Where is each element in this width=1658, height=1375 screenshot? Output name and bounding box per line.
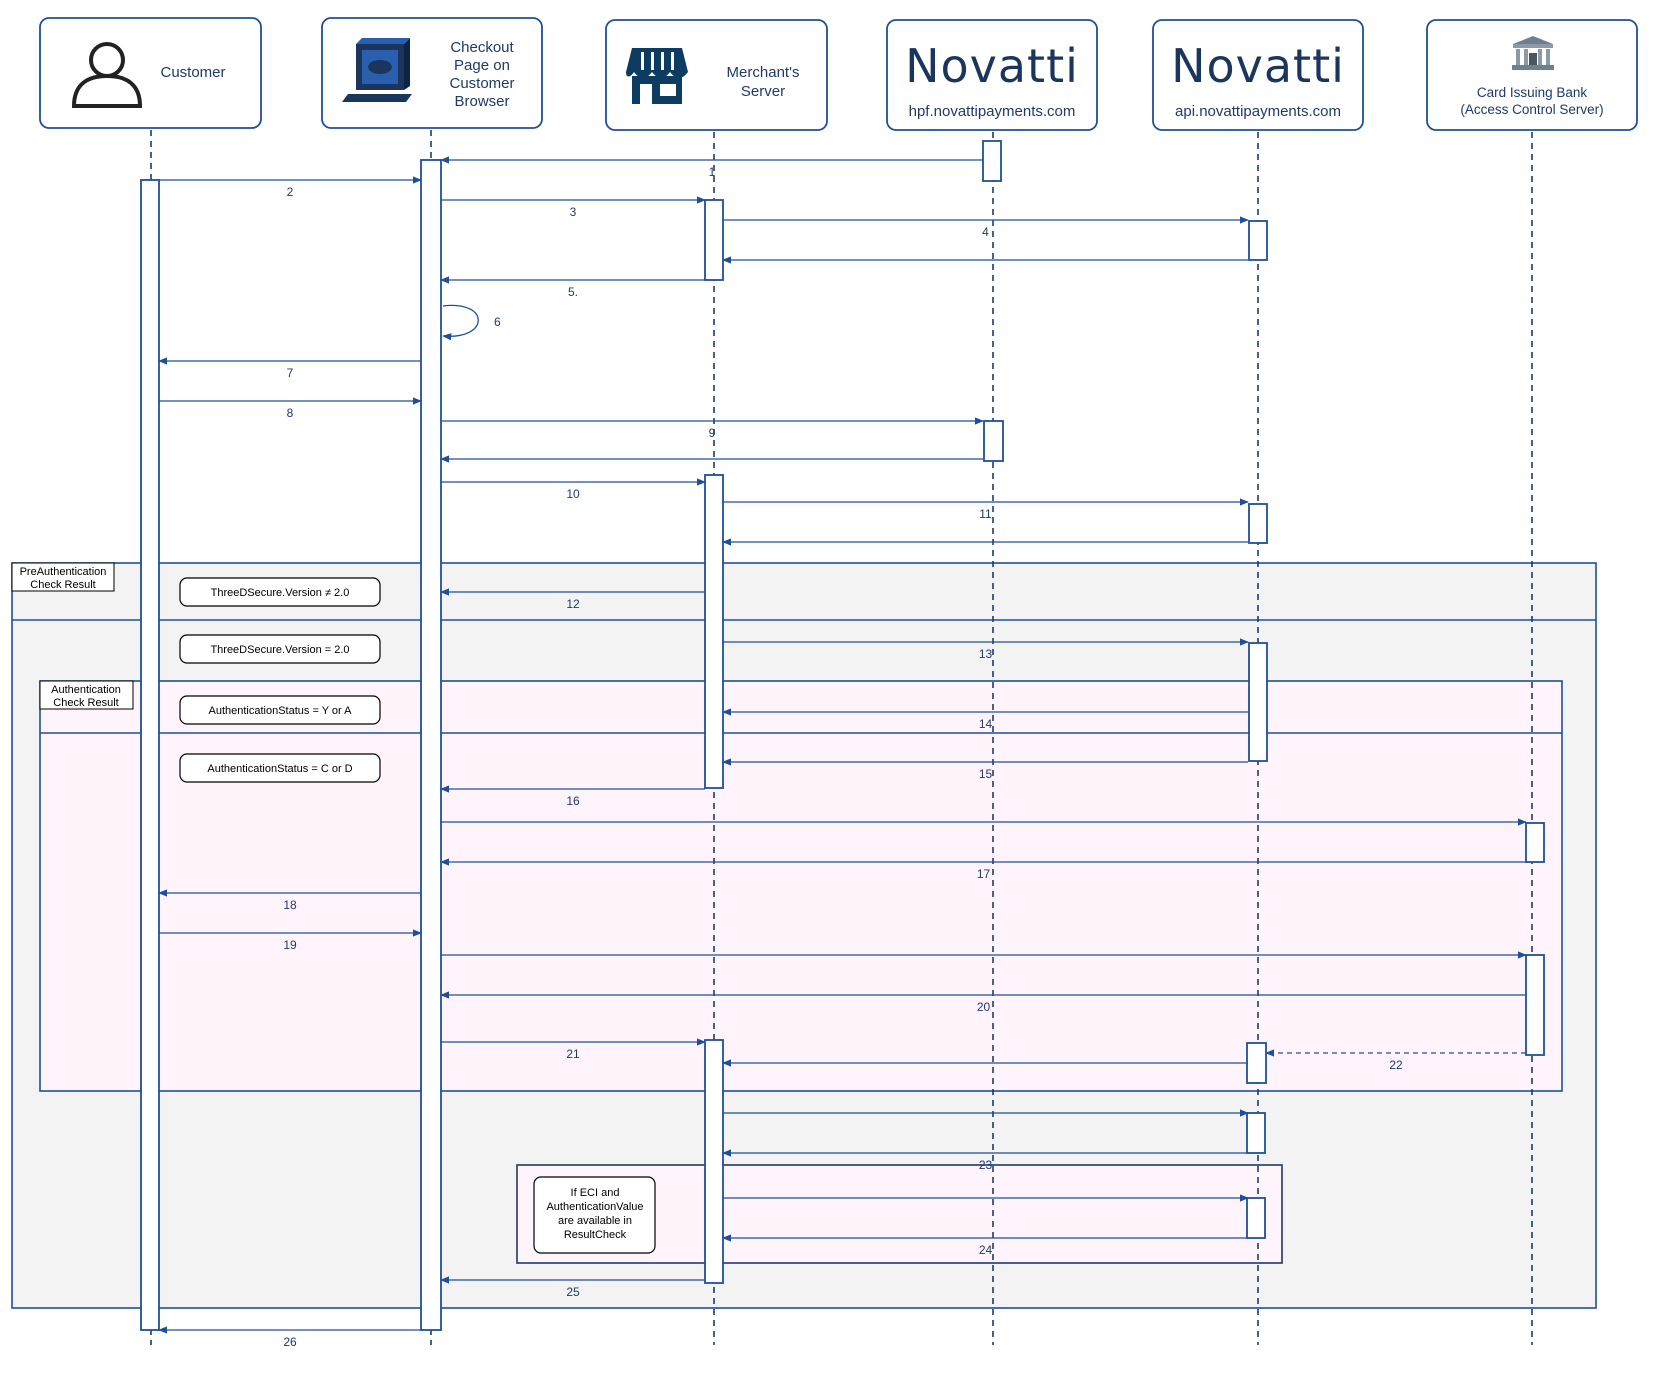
message-label: 15: [979, 767, 993, 781]
preauth-frame-label-2: Check Result: [30, 579, 95, 591]
computer-icon: [342, 38, 412, 102]
message-label: 13: [979, 647, 993, 661]
message-label: 8: [287, 406, 294, 420]
activation-browser: [420, 159, 442, 1331]
message-label: 17: [977, 867, 991, 881]
auth-frame: Authentication Check Result: [39, 680, 1563, 1092]
customer-label: Customer: [160, 64, 225, 81]
participant-browser: Checkout Page on Customer Browser: [321, 17, 543, 129]
participant-hpf: Novatti hpf.novattipayments.com: [886, 19, 1098, 131]
note-line-3: are available in: [558, 1215, 632, 1227]
message-label: 4: [982, 225, 989, 239]
store-icon: [626, 48, 688, 104]
condition-status-c-d: AuthenticationStatus = C or D: [207, 763, 352, 775]
message-label-6: 6: [494, 315, 501, 329]
merchant-label-1: Merchant's: [727, 64, 800, 81]
activation-api-3: [1248, 642, 1268, 762]
activation-bank-1: [1525, 822, 1545, 863]
auth-frame-label-1: Authentication: [51, 684, 121, 696]
message-label: 18: [283, 898, 297, 912]
activation-merchant-2: [704, 474, 724, 789]
message-label: 24: [979, 1243, 993, 1257]
activation-hpf-2: [983, 420, 1004, 462]
merchant-label-2: Server: [741, 83, 785, 100]
message-label: 5.: [568, 285, 578, 299]
api-novatti-logo: Novatti: [1171, 39, 1345, 93]
message-label: 10: [566, 487, 580, 501]
activation-hpf-1: [982, 140, 1002, 182]
activations: [140, 140, 1545, 1331]
activation-bank-2: [1525, 954, 1545, 1056]
message-label: 14: [979, 717, 993, 731]
activation-customer: [140, 179, 160, 1331]
activation-api-1: [1248, 220, 1268, 261]
preauth-frame-label-1: PreAuthentication: [20, 566, 107, 578]
message-label: 26: [283, 1335, 297, 1349]
activation-api-4: [1246, 1042, 1267, 1084]
activation-api-2: [1248, 503, 1268, 544]
participant-bank: Card Issuing Bank (Access Control Server…: [1426, 19, 1638, 131]
hpf-domain: hpf.novattipayments.com: [909, 103, 1076, 120]
message-label: 19: [283, 938, 297, 952]
message-label: 12: [566, 597, 580, 611]
messages: 12345.7891011121314151617181920212223242…: [158, 156, 1527, 1349]
message-label: 16: [566, 794, 580, 808]
activation-api-5: [1246, 1112, 1266, 1154]
condition-version-2: ThreeDSecure.Version = 2.0: [210, 644, 349, 656]
message-label: 9: [709, 426, 716, 440]
conditions: ThreeDSecure.Version ≠ 2.0 ThreeDSecure.…: [179, 577, 381, 783]
activation-merchant-3: [704, 1039, 724, 1284]
browser-label-4: Browser: [454, 93, 509, 110]
message-label: 3: [570, 205, 577, 219]
person-icon: [71, 42, 143, 108]
browser-label-1: Checkout: [450, 39, 514, 56]
message-label: 21: [566, 1047, 580, 1061]
condition-status-y-a: AuthenticationStatus = Y or A: [209, 705, 353, 717]
message-label: 2: [287, 185, 294, 199]
browser-label-2: Page on: [454, 57, 510, 74]
bank-icon: [1512, 36, 1554, 70]
note-line-1: If ECI and: [571, 1187, 620, 1199]
activation-api-6: [1246, 1197, 1266, 1239]
participant-customer: Customer: [39, 17, 262, 129]
message-label: 11: [979, 507, 992, 521]
activation-merchant-1: [704, 199, 724, 281]
message-label: 22: [1389, 1058, 1403, 1072]
bank-label-2: (Access Control Server): [1460, 102, 1603, 117]
note-line-2: AuthenticationValue: [546, 1201, 643, 1213]
message-label: 20: [977, 1000, 991, 1014]
hpf-novatti-logo: Novatti: [905, 39, 1079, 93]
message-label: 7: [287, 366, 294, 380]
message-label: 25: [566, 1285, 580, 1299]
participant-api: Novatti api.novattipayments.com: [1152, 19, 1364, 131]
browser-label-3: Customer: [449, 75, 514, 92]
participant-merchant: Merchant's Server: [605, 19, 828, 131]
condition-version-not-2: ThreeDSecure.Version ≠ 2.0: [211, 587, 350, 599]
bank-label-1: Card Issuing Bank: [1477, 85, 1588, 100]
message-label: 1: [709, 165, 716, 179]
message-label: 23: [979, 1158, 993, 1172]
message-6-self: 6: [442, 304, 501, 341]
api-domain: api.novattipayments.com: [1175, 103, 1341, 120]
note-line-4: ResultCheck: [564, 1229, 627, 1241]
auth-frame-label-2: Check Result: [53, 697, 118, 709]
eci-note: If ECI and AuthenticationValue are avail…: [533, 1176, 656, 1254]
